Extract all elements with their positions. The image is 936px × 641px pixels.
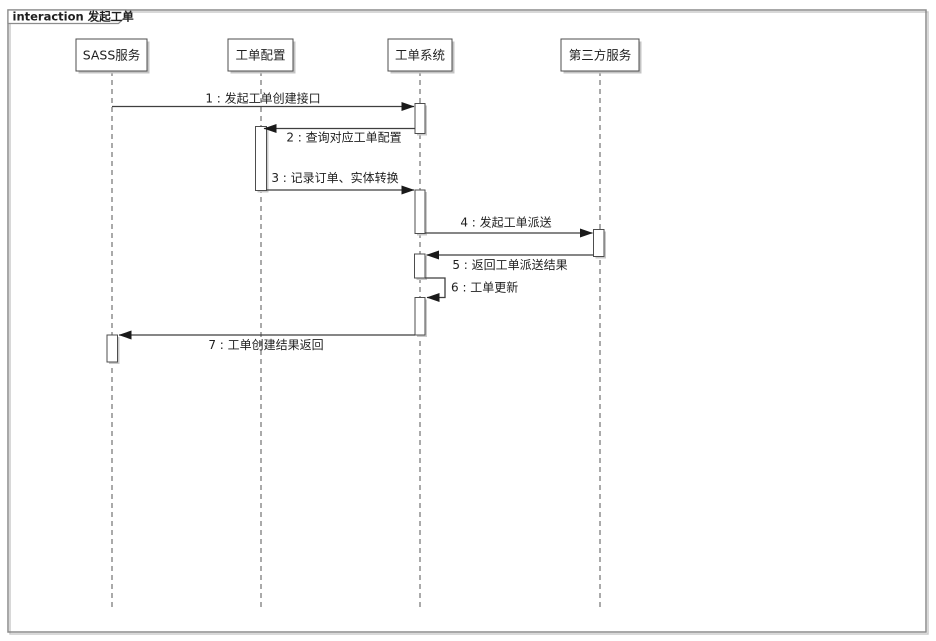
- activation-bars: [106, 103, 606, 364]
- participant-name: 第三方服务: [569, 48, 632, 63]
- participant-box: [387, 38, 453, 72]
- message-1-label: 1 : 发起工单创建接口: [205, 91, 320, 106]
- frame-title-tab: [7, 9, 127, 25]
- interaction-frame: [7, 9, 927, 633]
- participant-sass-service: SASS服务: [75, 38, 150, 74]
- message-4-label: 4 : 发起工单派送: [460, 215, 551, 230]
- message-7-label: 7 : 工单创建结果返回: [208, 338, 323, 352]
- message-5-label: 5 : 返回工单派送结果: [452, 257, 567, 272]
- frame-shadow: [9, 11, 929, 635]
- participant-workorder-config: 工单配置: [227, 38, 296, 74]
- participant-thirdparty-service: 第三方服务: [560, 38, 642, 74]
- participant-name: 工单配置: [235, 48, 285, 63]
- messages: 1 : 发起工单创建接口 2 : 查询对应工单配置 3 : 记录订单、实体转换 …: [112, 91, 594, 352]
- message-6-self-arrow: [425, 277, 446, 302]
- activation-workorder-system-3: [414, 253, 426, 279]
- participant-name: 工单系统: [395, 48, 445, 63]
- message-3-label: 3 : 记录订单、实体转换: [271, 170, 398, 185]
- participant-name: SASS服务: [83, 48, 141, 63]
- activation-workorder-system-1: [414, 103, 426, 134]
- participant-workorder-system: 工单系统: [387, 38, 455, 74]
- activation-workorder-system-2: [414, 189, 426, 234]
- participant-box: [75, 38, 148, 72]
- activation-workorder-config: [255, 126, 267, 191]
- activation-workorder-system-4: [414, 297, 426, 336]
- participant-box: [227, 38, 294, 72]
- message-2-label: 2 : 查询对应工单配置: [286, 130, 401, 145]
- participant-box: [560, 38, 640, 72]
- message-6-label: 6 : 工单更新: [451, 280, 518, 295]
- activation-sass-service: [106, 334, 118, 363]
- activation-thirdparty-service: [593, 229, 605, 257]
- frame-label: interaction 发起工单: [13, 10, 135, 24]
